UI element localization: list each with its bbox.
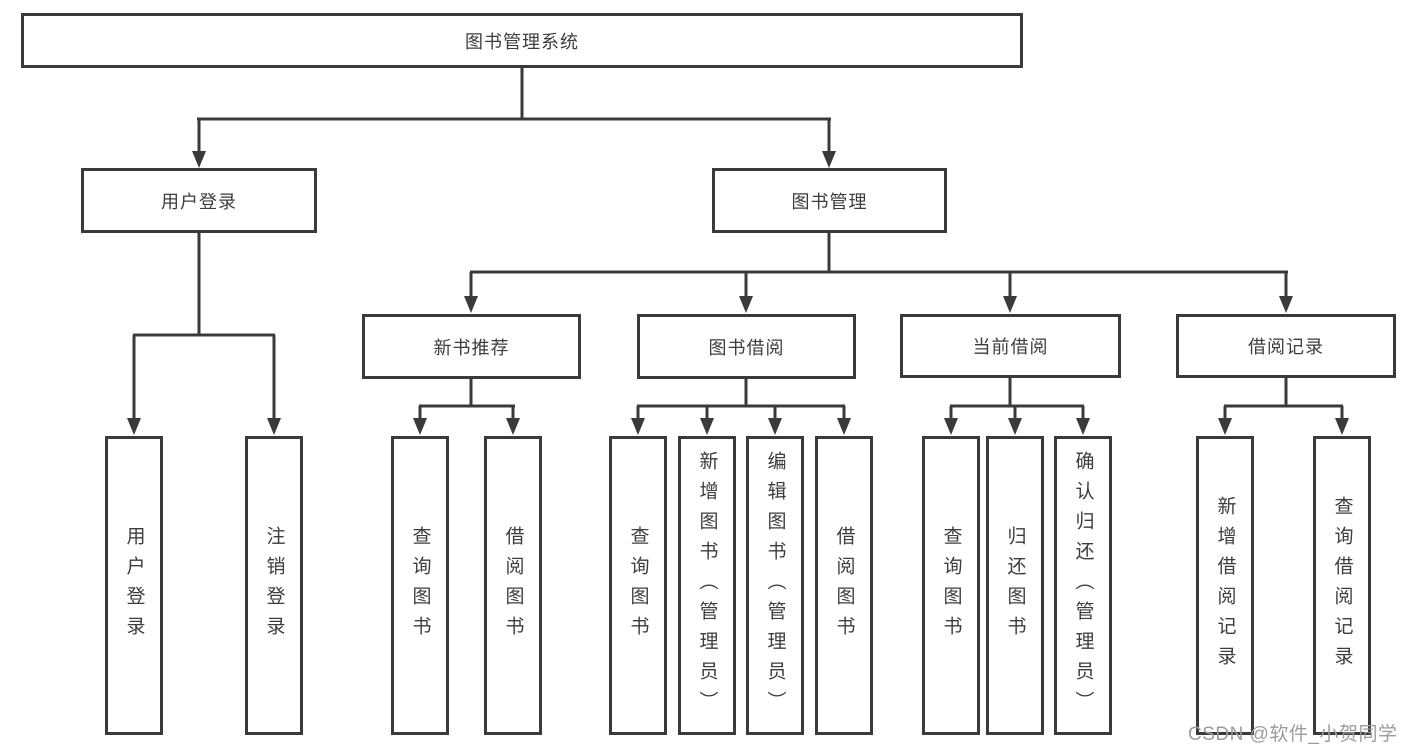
leaf-return-book-label: 归还图书 bbox=[1004, 525, 1026, 646]
node-borrow-records-label: 借阅记录 bbox=[1248, 337, 1324, 357]
leaf-query-books-current: 查询图书 bbox=[922, 436, 980, 735]
leaf-borrow-books-label: 借阅图书 bbox=[833, 525, 855, 646]
leaf-query-borrow-record: 查询借阅记录 bbox=[1313, 436, 1371, 735]
leaf-borrow-books-recommend: 借阅图书 bbox=[484, 436, 542, 735]
leaf-borrow-books: 借阅图书 bbox=[815, 436, 873, 735]
node-current-borrow: 当前借阅 bbox=[900, 314, 1121, 378]
leaf-user-login-label: 用户登录 bbox=[123, 525, 145, 646]
leaf-query-books-recommend-label: 查询图书 bbox=[409, 525, 431, 646]
leaf-logout-label: 注销登录 bbox=[263, 525, 285, 646]
node-book-borrow-label: 图书借阅 bbox=[708, 337, 785, 358]
leaf-query-books-borrow-label: 查询图书 bbox=[627, 525, 649, 646]
leaf-query-books-current-label: 查询图书 bbox=[940, 525, 962, 646]
arrow-down-icons bbox=[127, 151, 1349, 435]
node-new-book-recommend: 新书推荐 bbox=[362, 314, 581, 379]
leaf-query-books-recommend: 查询图书 bbox=[391, 436, 449, 735]
node-user-login: 用户登录 bbox=[81, 168, 317, 233]
leaf-edit-book-admin: 编辑图书（管理员） bbox=[746, 436, 804, 735]
leaf-return-book: 归还图书 bbox=[986, 436, 1044, 735]
node-book-management-label: 图书管理 bbox=[791, 191, 868, 212]
node-library-system: 图书管理系统 bbox=[21, 13, 1023, 68]
leaf-confirm-return-admin: 确认归还（管理员） bbox=[1054, 436, 1112, 735]
node-book-borrow: 图书借阅 bbox=[637, 314, 856, 379]
node-new-book-recommend-label: 新书推荐 bbox=[433, 337, 510, 358]
node-book-management: 图书管理 bbox=[712, 168, 947, 233]
node-user-login-label: 用户登录 bbox=[161, 191, 237, 212]
leaf-confirm-return-admin-label: 确认归还（管理员） bbox=[1072, 450, 1094, 721]
node-current-borrow-label: 当前借阅 bbox=[972, 337, 1049, 357]
leaf-logout: 注销登录 bbox=[245, 436, 303, 735]
leaf-query-borrow-record-label: 查询借阅记录 bbox=[1331, 495, 1353, 676]
leaf-edit-book-admin-label: 编辑图书（管理员） bbox=[764, 450, 786, 721]
watermark: CSDN @软件_小贺同学 bbox=[1188, 724, 1398, 745]
leaf-add-borrow-record-label: 新增借阅记录 bbox=[1214, 495, 1236, 676]
node-library-system-label: 图书管理系统 bbox=[465, 31, 579, 52]
leaf-user-login: 用户登录 bbox=[105, 436, 163, 735]
leaf-add-book-admin-label: 新增图书（管理员） bbox=[696, 450, 718, 721]
leaf-borrow-books-recommend-label: 借阅图书 bbox=[502, 525, 524, 646]
leaf-add-book-admin: 新增图书（管理员） bbox=[678, 436, 736, 735]
leaf-query-books-borrow: 查询图书 bbox=[609, 436, 667, 735]
leaf-add-borrow-record: 新增借阅记录 bbox=[1196, 436, 1254, 735]
node-borrow-records: 借阅记录 bbox=[1176, 314, 1396, 378]
